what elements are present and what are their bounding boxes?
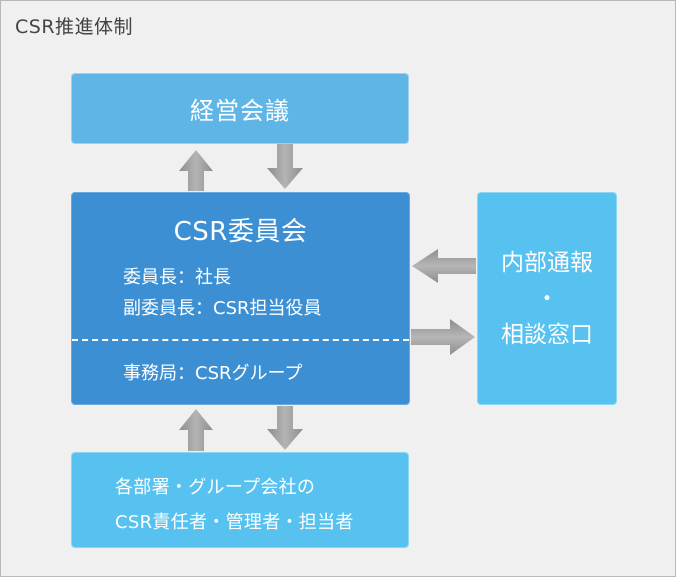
committee-chair: 委員長：社長 <box>123 267 231 288</box>
arrow-down-to-committee <box>267 144 303 189</box>
committee-secretariat: 事務局：CSRグループ <box>123 363 303 384</box>
management-meeting-label: 経営会議 <box>190 97 290 125</box>
arrow-down-to-departments <box>267 406 303 450</box>
arrow-up-to-committee <box>179 409 213 451</box>
committee-divider <box>72 339 409 341</box>
contact-line-1: 内部通報 <box>501 249 593 276</box>
arrow-left-to-committee <box>412 249 476 283</box>
departments-line-1: 各部署・グループ会社の <box>115 477 316 498</box>
committee-vice-chair: 副委員長：CSR担当役員 <box>123 298 322 319</box>
departments-line-2: CSR責任者・管理者・担当者 <box>115 512 354 533</box>
contact-line-3: 相談窓口 <box>501 321 593 348</box>
contact-line-2: ・ <box>535 285 559 312</box>
diagram-title: CSR推進体制 <box>15 16 134 38</box>
csr-committee-box: CSR委員会 委員長：社長 副委員長：CSR担当役員 事務局：CSRグループ <box>71 192 410 405</box>
management-meeting-box: 経営会議 <box>71 73 409 144</box>
whistleblowing-contact-box: 内部通報 ・ 相談窓口 <box>477 192 617 405</box>
csr-committee-title: CSR委員会 <box>173 217 308 247</box>
arrow-right-to-contact <box>411 319 475 355</box>
departments-box: 各部署・グループ会社の CSR責任者・管理者・担当者 <box>71 452 409 548</box>
arrow-up-to-meeting <box>179 150 213 191</box>
